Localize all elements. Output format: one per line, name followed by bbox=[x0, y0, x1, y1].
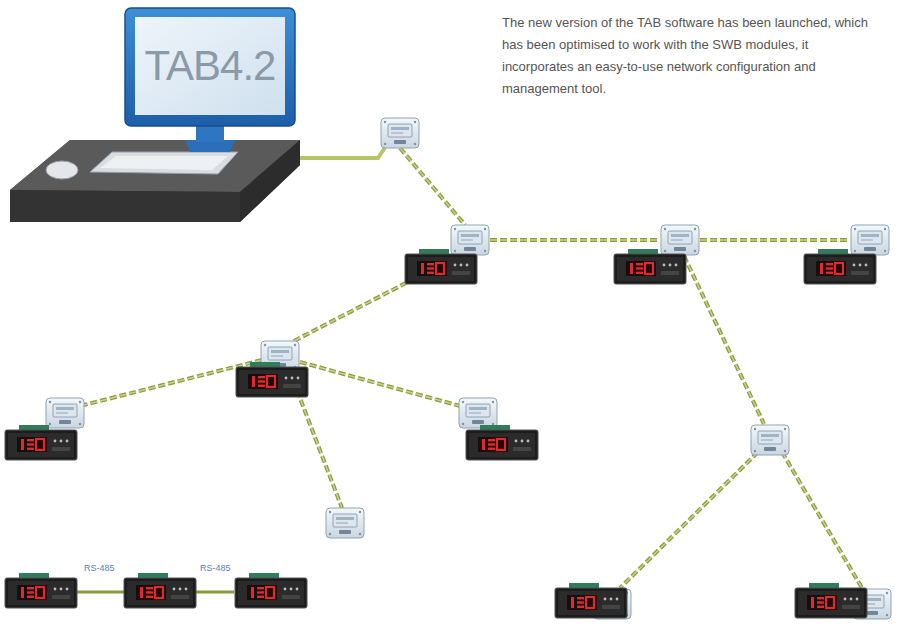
description-text: The new version of the TAB software has … bbox=[502, 12, 874, 100]
screen-title: TAB4.2 bbox=[145, 42, 276, 90]
bus-label: RS-485 bbox=[82, 563, 117, 574]
monitor-screen: TAB4.2 bbox=[135, 17, 285, 115]
computer-monitor bbox=[125, 8, 295, 152]
bus-label: RS-485 bbox=[198, 563, 233, 574]
controllers bbox=[5, 249, 876, 618]
network-cable bbox=[300, 140, 390, 158]
computer-desk bbox=[10, 140, 300, 222]
swb-modules bbox=[46, 118, 891, 619]
wireless-links bbox=[84, 148, 862, 588]
